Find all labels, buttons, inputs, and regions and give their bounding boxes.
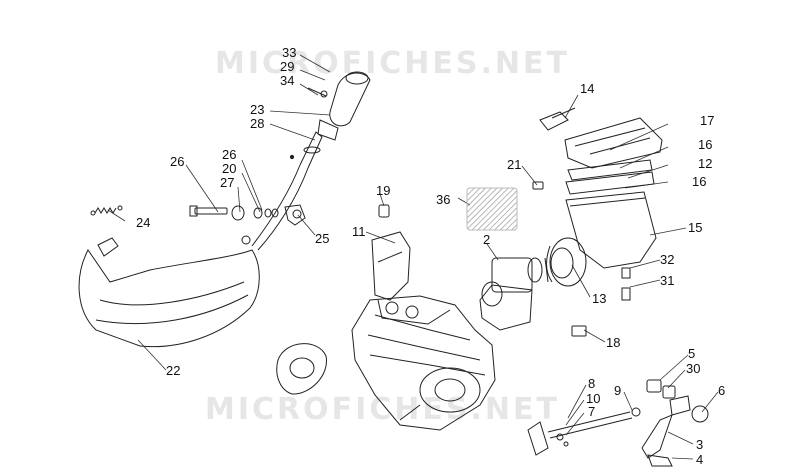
callout-32: 32	[660, 252, 675, 267]
intake-boot	[546, 237, 587, 287]
callout-14: 14	[580, 81, 595, 96]
callout-8: 8	[588, 376, 596, 391]
callout-30: 30	[686, 361, 701, 376]
gear-shift-assembly	[527, 379, 709, 467]
callout-11: 11	[352, 224, 366, 239]
part-36-hatched	[466, 187, 518, 231]
callout-29: 29	[280, 59, 295, 74]
callout-28: 28	[250, 116, 265, 131]
callout-20: 20	[222, 161, 237, 176]
bracket-25	[284, 204, 306, 226]
callout-18: 18	[606, 335, 621, 350]
callout-5: 5	[688, 346, 696, 361]
air-box	[564, 117, 663, 301]
small-clamps	[532, 107, 587, 337]
callout-4: 4	[696, 452, 704, 467]
callout-23: 23	[250, 102, 265, 117]
callout-22: 22	[166, 363, 181, 378]
engine	[351, 295, 496, 431]
silencer	[78, 237, 260, 348]
callout-17: 17	[700, 113, 715, 128]
callout-3: 3	[696, 437, 704, 452]
callout-9: 9	[614, 383, 622, 398]
ignition-cover	[276, 343, 327, 395]
callout-15: 15	[688, 220, 703, 235]
callout-2: 2	[483, 232, 491, 247]
silencer-end-can	[289, 71, 371, 160]
callout-16-upper: 16	[698, 137, 713, 152]
mounting-bolt-set	[189, 205, 279, 221]
callout-13: 13	[592, 291, 607, 306]
spring-24	[90, 205, 123, 216]
callout-7: 7	[588, 404, 596, 419]
callout-16-lower: 16	[692, 174, 707, 189]
callout-31: 31	[660, 273, 675, 288]
callout-27: 27	[220, 175, 235, 190]
callout-25: 25	[315, 231, 330, 246]
watermark-bottom: MICROFICHES.NET	[205, 392, 560, 427]
callout-34: 34	[280, 73, 295, 88]
callout-26-left: 26	[170, 154, 185, 169]
callout-10: 10	[586, 391, 601, 406]
callout-12: 12	[698, 156, 713, 171]
intake-manifold	[371, 204, 411, 301]
leader-lines	[107, 54, 719, 460]
watermark-top: MICROFICHES.NET	[215, 46, 570, 81]
callout-19: 19	[376, 183, 391, 198]
callout-6: 6	[718, 383, 726, 398]
carburetor	[479, 257, 549, 331]
callout-26-right: 26	[222, 147, 237, 162]
callout-33: 33	[282, 45, 297, 60]
callout-24: 24	[136, 215, 151, 230]
callout-36: 36	[436, 192, 451, 207]
callout-21: 21	[507, 157, 522, 172]
